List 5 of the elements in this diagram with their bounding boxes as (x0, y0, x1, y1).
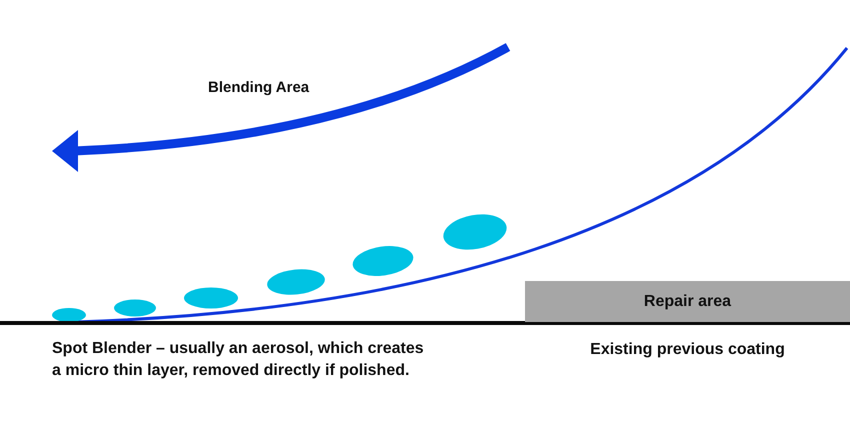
repair-area-bar (525, 281, 850, 322)
description-text: Spot Blender – usually an aerosol, which creates a micro thin layer, removed directly if polished. (52, 340, 424, 379)
area-label: Blending Area (208, 79, 310, 96)
coating-label: Existing previous coating (590, 341, 785, 358)
bar-label: Repair area (644, 292, 732, 310)
